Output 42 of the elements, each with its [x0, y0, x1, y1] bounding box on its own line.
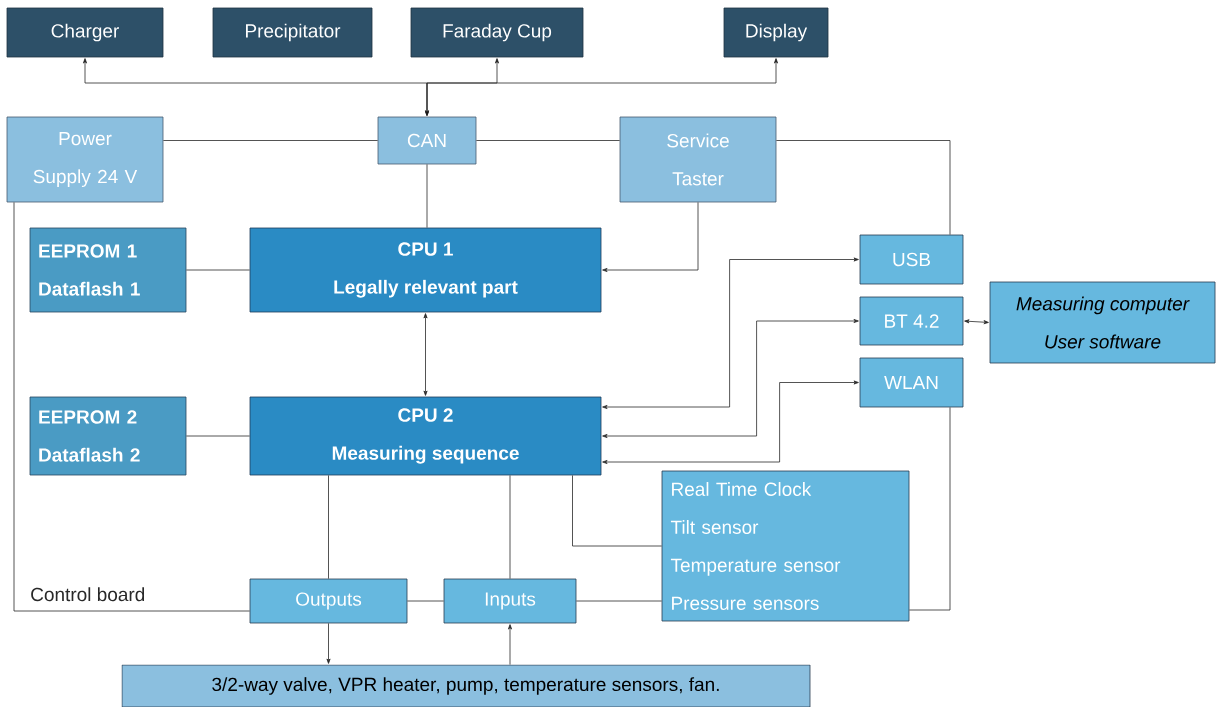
interface-box: Inputs [443, 578, 577, 624]
connector [13, 202, 250, 612]
arrow [423, 313, 428, 396]
connector [509, 475, 511, 579]
arrow [602, 257, 859, 409]
device-box: Display [723, 7, 829, 58]
memory-box: EEPROM 2 Dataflash 2 [29, 396, 187, 476]
connector [576, 600, 662, 602]
arrow [602, 380, 859, 464]
arrow [83, 58, 778, 116]
connector [426, 164, 428, 228]
device-box: Faraday Cup [410, 7, 584, 58]
computer-box: Measuring computer User software [989, 281, 1216, 364]
arrow [602, 202, 699, 272]
connector [407, 600, 444, 602]
connector [186, 269, 250, 271]
connector [476, 140, 620, 141]
connector [909, 407, 951, 611]
arrow [964, 319, 989, 325]
arrow [326, 623, 331, 664]
connector [328, 475, 329, 579]
interface-box: USB [859, 234, 964, 285]
board-label: Control board [31, 587, 145, 602]
connector [776, 140, 951, 235]
interface-box: BT 4.2 [859, 296, 964, 346]
interface-box: WLAN [859, 357, 964, 408]
device-box: Charger [6, 7, 164, 58]
arrow [508, 624, 512, 665]
processor-box: CPU 1 Legally relevant part [249, 227, 602, 313]
interface-box: Real Time Clock Tilt sensor Temperature sensor Pressure sensors [661, 470, 910, 622]
module-box: Service Taster [619, 116, 777, 203]
interface-box: Outputs [249, 578, 408, 624]
processor-box: CPU 2 Measuring sequence [249, 396, 602, 476]
device-bar: 3/2-way valve, VPR heater, pump, temperature sensors, fan. [121, 664, 811, 707]
arrow [602, 319, 859, 438]
module-box: CAN [377, 116, 477, 165]
memory-box: EEPROM 1 Dataflash 1 [29, 227, 187, 313]
connector [572, 475, 662, 547]
connector [186, 435, 250, 437]
module-box: Power Supply 24 V [6, 116, 164, 203]
device-box: Precipitator [212, 7, 373, 58]
connector [163, 140, 378, 141]
